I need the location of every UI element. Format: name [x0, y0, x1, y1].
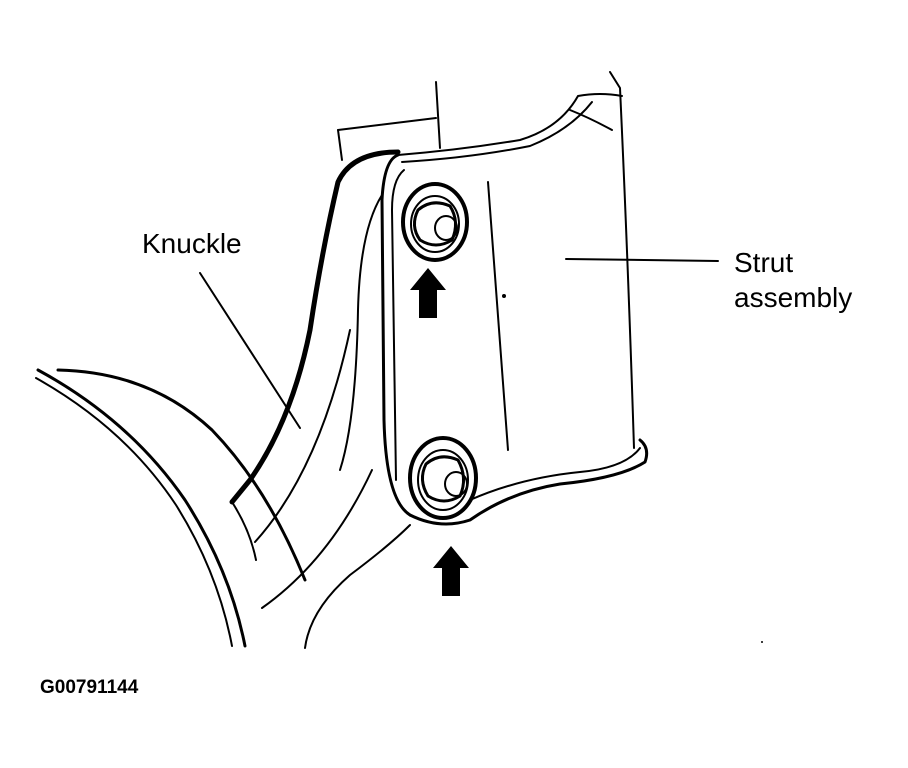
strut-assembly-bracket [380, 71, 649, 526]
leader-lines [199, 258, 719, 429]
wheel-arcs [35, 368, 307, 648]
strut-label-line1: Strut [734, 247, 794, 278]
upper-bolt [401, 182, 469, 262]
stray-dot [761, 641, 763, 643]
lower-bolt [408, 436, 478, 520]
knuckle-label: Knuckle [142, 228, 242, 259]
knuckle-body [229, 81, 441, 649]
strut-assembly-label: Strut assembly [734, 245, 852, 315]
arrow-up-icon [410, 268, 446, 318]
figure-id: G00791144 [40, 677, 139, 698]
arrow-up-icon [433, 546, 469, 596]
strut-label-line2: assembly [734, 282, 853, 313]
